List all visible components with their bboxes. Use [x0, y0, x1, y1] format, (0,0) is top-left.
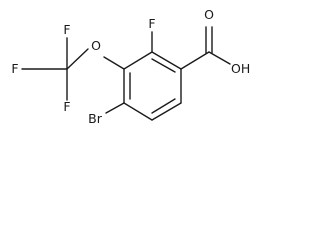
atom-label-o-carbonyl: O — [204, 7, 214, 22]
atom-label-br: Br — [88, 111, 103, 126]
bond-c3-o — [103, 56, 125, 70]
benzene-ring — [123, 51, 182, 121]
bond-c-oh — [208, 51, 231, 65]
bond-o-cf3 — [66, 48, 89, 70]
structure-diagram: F O F F F Br O OH — [11, 7, 250, 126]
ring-bond — [151, 102, 182, 121]
bond-c1-cooh — [180, 51, 210, 70]
ring-double-bond — [151, 58, 176, 73]
ring-bond — [151, 51, 182, 70]
atom-label-f-ring: F — [148, 16, 155, 31]
bond-c4-br — [105, 102, 125, 114]
ring-bond — [123, 102, 153, 121]
atom-label-f-cf3-bottom: F — [63, 99, 70, 114]
atom-label-o-ether: O — [91, 38, 101, 53]
atom-label-f-cf3-top: F — [63, 22, 70, 37]
ring-bond — [123, 51, 153, 70]
atom-label-f-cf3-left: F — [11, 61, 18, 76]
ring-double-bond — [151, 98, 176, 114]
atom-label-oh: OH — [231, 61, 250, 76]
